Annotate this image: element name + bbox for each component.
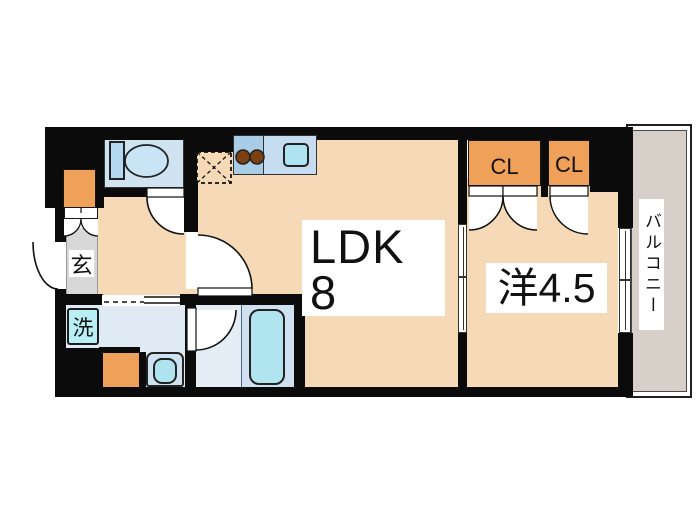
- wall-bottom: [55, 387, 633, 397]
- partition-sliding-door-track: [462, 227, 464, 330]
- wall-topright-chunk: [590, 127, 633, 192]
- closet-left-door-leaf: [468, 185, 504, 197]
- entrance-door-arc: [32, 241, 59, 290]
- wall-left-lower: [55, 288, 66, 397]
- wall-bathroom-top: [180, 294, 308, 305]
- ldk-door-leaf: [197, 287, 253, 297]
- closet-right-door-swing: [550, 196, 588, 234]
- entrance-closet-door-arc: [80, 218, 99, 237]
- toilet-door-swing: [147, 197, 184, 234]
- washroom-doorway: [102, 295, 180, 306]
- washing-machine: 洗: [67, 308, 99, 345]
- entrance-closet-door-swing: [81, 219, 98, 236]
- wall-top: [45, 127, 633, 140]
- ldk-size: 8: [310, 266, 338, 319]
- stove-burner-icon: [235, 149, 251, 165]
- washroom-storage: [103, 353, 139, 387]
- closet-right: CL: [548, 140, 590, 186]
- ldk-door-arc: [197, 234, 253, 290]
- bathroom-door-leaf: [186, 307, 197, 352]
- closet-left-door-arc: [502, 195, 538, 231]
- stove-burner-icon: [249, 149, 265, 165]
- wall-partition-lower: [458, 333, 467, 387]
- western-room-label: 洋4.5: [486, 263, 607, 313]
- refrigerator-space-cross: [196, 151, 232, 184]
- wall-toilet-bottom: [98, 188, 147, 197]
- wall-above-fridge: [196, 140, 233, 152]
- entrance-label: 玄: [69, 250, 94, 278]
- washing-machine-label: 洗: [72, 316, 94, 340]
- entrance-door-swing: [33, 242, 58, 289]
- western-room-name: 洋4.5: [497, 265, 596, 311]
- closet-left-door-swing: [503, 196, 537, 230]
- closet-right-door-arc: [549, 195, 589, 235]
- wall-left-upper: [55, 208, 66, 244]
- wall-basin-left: [139, 352, 146, 390]
- closet-left-label: CL: [490, 154, 519, 179]
- wall-toilet-right: [184, 140, 198, 232]
- wall-hall-bottom: [55, 294, 103, 305]
- bathtub: [249, 309, 285, 385]
- toilet-bowl-icon: [124, 144, 169, 178]
- closet-right-door-leaf: [549, 185, 589, 197]
- ldk-door-swing: [198, 235, 252, 289]
- toilet-tank: [109, 141, 125, 180]
- wall-balcony-lower: [618, 333, 633, 387]
- entrance-name: 玄: [70, 252, 93, 278]
- balcony-window: [619, 228, 631, 333]
- closet-right-label: CL: [554, 152, 584, 177]
- ldk-name: LDK: [310, 220, 405, 273]
- kitchen-sink: [283, 143, 309, 167]
- partition-sliding-door-tick: [459, 276, 466, 278]
- wall-closet-divider: [541, 140, 548, 197]
- toilet-door-arc: [146, 196, 185, 235]
- wall-storage-top: [99, 347, 140, 353]
- balcony-label: バルコニー: [639, 199, 664, 330]
- closet-left-door-swing: [469, 196, 503, 230]
- closet-left-door-leaf: [502, 185, 538, 197]
- balcony-window-tick: [620, 279, 630, 281]
- wall-bathroom-right: [294, 305, 305, 387]
- wall-balcony-upper: [618, 192, 633, 228]
- partition-sliding-door: [458, 224, 467, 333]
- entrance-doorway: [55, 242, 66, 289]
- ldk-room-label: LDK 8: [302, 220, 445, 316]
- washbasin-bowl: [153, 358, 177, 384]
- entrance-closet-door-swing: [64, 219, 81, 236]
- bathroom-door-swing: [196, 310, 236, 350]
- closet-left-door-arc: [468, 195, 504, 231]
- wall-partition-upper: [458, 140, 467, 224]
- toilet-door-leaf: [146, 187, 185, 198]
- ldk-doorway: [186, 232, 198, 289]
- balcony-name: バルコニー: [642, 212, 661, 317]
- bathroom-door-arc: [195, 309, 237, 351]
- wall-bottomleft-chunk: [55, 348, 103, 397]
